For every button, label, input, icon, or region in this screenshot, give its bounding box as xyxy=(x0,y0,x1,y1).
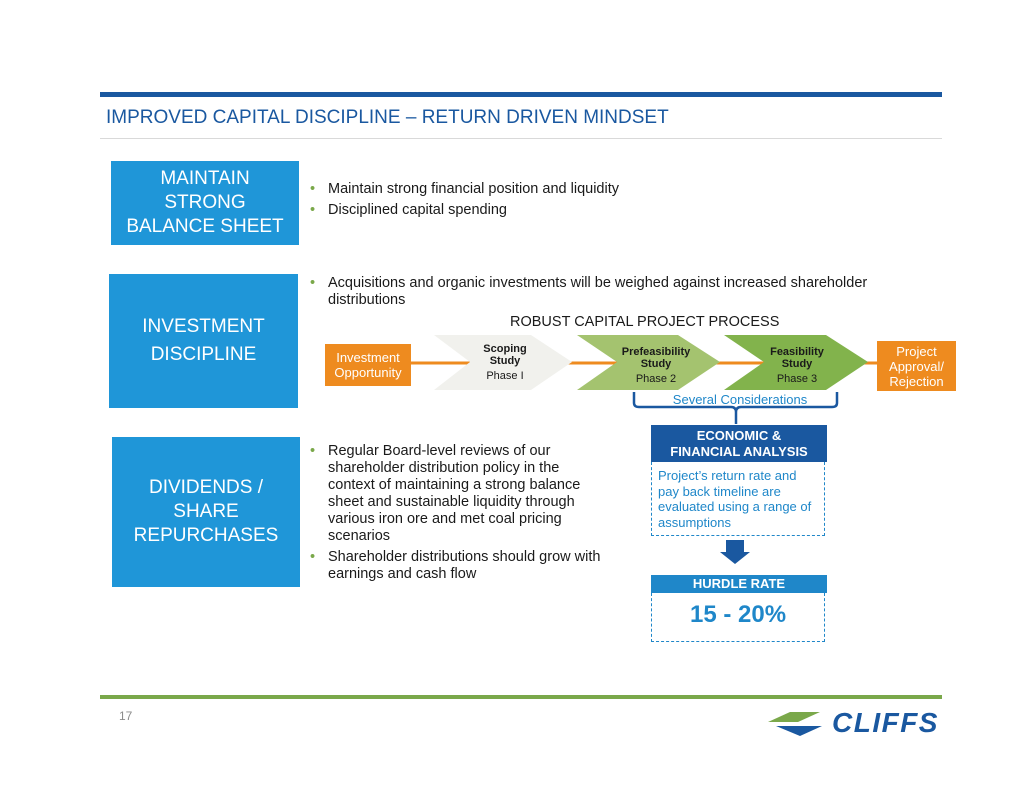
chevron-prefeasibility xyxy=(577,335,720,390)
dividends-label-line: DIVIDENDS / xyxy=(148,476,264,498)
bullet-item: Disciplined capital spending xyxy=(308,202,728,219)
considerations-label: Several Considerations xyxy=(672,392,808,407)
page-number: 17 xyxy=(119,709,133,723)
stage-name-line: Scoping xyxy=(483,343,527,355)
stage-phase: Phase 2 xyxy=(635,373,677,385)
considerations-brace xyxy=(632,392,839,424)
stage-prefeasibility: Prefeasibility Study Phase 2 xyxy=(611,346,701,385)
page-title: IMPROVED CAPITAL DISCIPLINE – RETURN DRI… xyxy=(106,107,669,128)
investment-opportunity-box: Investment Opportunity xyxy=(325,344,411,386)
stage-name-line: Study xyxy=(640,358,672,370)
balance-sheet-box: MAINTAIN STRONG BALANCE SHEET xyxy=(111,161,299,245)
stage-phase: Phase I xyxy=(486,370,524,382)
economic-header-line: FINANCIAL ANALYSIS xyxy=(670,443,808,459)
investment-bullets: Acquisitions and organic investments wil… xyxy=(308,275,928,313)
bullet-item: Maintain strong financial position and l… xyxy=(308,181,728,198)
balance-sheet-label-line: MAINTAIN xyxy=(160,167,250,189)
balance-sheet-bullets: Maintain strong financial position and l… xyxy=(308,181,728,223)
stage-name-line: Study xyxy=(489,355,521,367)
dividends-label-line: REPURCHASES xyxy=(133,525,279,547)
stage-name-line: Prefeasibility xyxy=(621,346,691,358)
bullet-item: Shareholder distributions should grow wi… xyxy=(308,549,608,583)
end-label-line: Project xyxy=(896,343,937,359)
dividends-box: DIVIDENDS / SHARE REPURCHASES xyxy=(112,437,300,587)
stage-scoping: Scoping Study Phase I xyxy=(470,343,540,382)
bullet-item: Regular Board-level reviews of our share… xyxy=(308,443,608,545)
balance-sheet-label-line: BALANCE SHEET xyxy=(126,216,284,238)
title-divider xyxy=(100,138,942,139)
down-arrow-icon xyxy=(720,552,750,564)
cliffs-logo-icon xyxy=(768,712,822,736)
economic-analysis-body: Project’s return rate and pay back timel… xyxy=(651,462,825,536)
stage-phase: Phase 3 xyxy=(776,373,818,385)
end-label-line: Approval/ xyxy=(889,358,944,374)
start-label-line: Investment xyxy=(336,350,400,365)
stage-name-line: Study xyxy=(781,358,813,370)
investment-label-line: DISCIPLINE xyxy=(150,344,257,365)
start-label-line: Opportunity xyxy=(334,365,402,380)
hurdle-rate-value: 15 - 20% xyxy=(651,593,825,642)
stage-name-line: Feasibility xyxy=(770,346,824,358)
investment-label-line: INVESTMENT xyxy=(142,315,265,337)
process-title: ROBUST CAPITAL PROJECT PROCESS xyxy=(510,314,780,330)
project-approval-box: Project Approval/ Rejection xyxy=(877,341,956,391)
stage-feasibility: Feasibility Study Phase 3 xyxy=(757,346,837,385)
bullet-item: Acquisitions and organic investments wil… xyxy=(308,275,928,309)
hurdle-rate-header: HURDLE RATE xyxy=(651,575,827,593)
logo-text: CLIFFS xyxy=(832,707,939,738)
bottom-rule xyxy=(100,695,942,699)
economic-analysis-header: ECONOMIC & FINANCIAL ANALYSIS xyxy=(651,425,827,462)
balance-sheet-label-line: STRONG xyxy=(164,191,246,213)
chevron-scoping xyxy=(434,335,572,390)
dividends-bullets: Regular Board-level reviews of our share… xyxy=(308,443,608,587)
chevron-feasibility xyxy=(724,335,868,390)
top-rule xyxy=(100,92,942,97)
investment-box: INVESTMENT DISCIPLINE xyxy=(109,274,298,408)
economic-header-line: ECONOMIC & xyxy=(696,427,782,443)
end-label-line: Rejection xyxy=(889,373,944,389)
dividends-label-line: SHARE xyxy=(173,500,239,522)
down-arrow-shaft xyxy=(726,540,744,552)
